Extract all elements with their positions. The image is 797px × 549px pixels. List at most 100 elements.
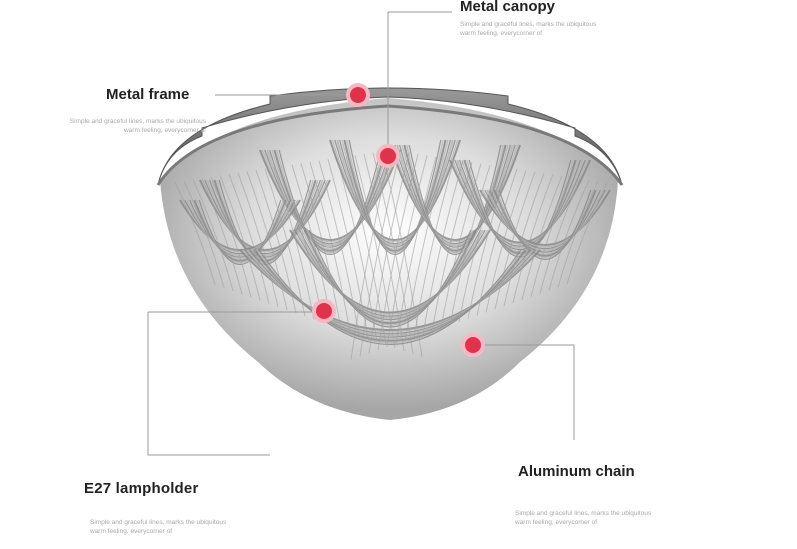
chain-strand: [530, 176, 572, 297]
callout-desc-aluminum-chain: Simple and graceful lines, marks the ubi…: [515, 509, 685, 527]
chain-strand: [201, 178, 243, 295]
chain-strand: [413, 159, 455, 338]
chain-strand: [186, 199, 294, 257]
chain-strand: [476, 168, 518, 316]
chain-strand: [494, 171, 536, 310]
chain-strand: [386, 155, 428, 348]
chain-strand: [422, 160, 464, 335]
chain-strand: [210, 176, 252, 298]
callout-desc-line: warm feeling, everycorner of: [460, 30, 543, 37]
chain-strand: [359, 151, 401, 357]
chain-strand: [318, 160, 360, 336]
chain-strand: [303, 229, 477, 325]
chain-strand: [269, 149, 391, 248]
chain-strand: [395, 156, 437, 344]
chain-strand: [255, 169, 297, 314]
chain-strand: [493, 189, 597, 257]
chain-strand: [399, 144, 511, 248]
chain-strand: [440, 163, 482, 329]
chain-strand: [467, 167, 509, 319]
marker-lampholder[interactable]: [312, 299, 336, 323]
chain-strand: [350, 150, 392, 360]
marker-canopy[interactable]: [376, 144, 400, 168]
chain-strand: [404, 158, 446, 341]
marker-chain[interactable]: [461, 333, 485, 357]
chain-strand: [377, 154, 419, 351]
callout-desc-line: Simple and graceful lines, marks the ubi…: [460, 21, 597, 28]
chain-strand: [331, 139, 459, 243]
leader-line-chain: [473, 344, 575, 440]
chain-strand: [368, 152, 410, 354]
callout-desc-e27-lampholder: Simple and graceful lines, marks the ubi…: [90, 518, 260, 536]
callout-desc-line: warm feeling, everycorner of: [90, 528, 173, 535]
chain-strand: [521, 175, 563, 300]
marker-frame[interactable]: [346, 83, 370, 107]
chain-strand: [273, 149, 387, 252]
chain-strand: [485, 170, 527, 313]
chain-strand: [273, 167, 315, 320]
leader-lines: [147, 11, 575, 456]
callout-desc-line: warm feeling, everycorner of: [515, 519, 598, 526]
chain-strand: [381, 151, 423, 358]
chain-strand: [539, 178, 581, 294]
callout-title-metal-canopy: Metal canopy: [460, 0, 556, 15]
chain-strand: [336, 157, 378, 342]
chain-strand: [491, 189, 599, 255]
chain-strand: [566, 182, 608, 285]
chain-strand: [201, 179, 329, 253]
chain-strand: [198, 199, 282, 265]
callout-desc-metal-frame: Simple and graceful lines, marks the ubi…: [36, 117, 206, 135]
chain-strand: [276, 149, 384, 254]
chain-strand: [181, 199, 299, 253]
chain-strand: [329, 139, 461, 241]
callout-title-metal-frame: Metal frame: [106, 86, 190, 103]
chain-strand: [237, 172, 279, 307]
chain-strand: [431, 162, 473, 332]
chain-strand: [548, 179, 590, 291]
callout-title-e27-lampholder: E27 lampholder: [84, 480, 199, 497]
chain-strand: [394, 144, 516, 245]
chain-strand: [199, 179, 331, 251]
chain-strand: [459, 159, 581, 251]
chain-strand: [289, 229, 491, 314]
chain-strand: [327, 159, 369, 339]
chain-strand: [456, 159, 584, 249]
chain-strand: [512, 174, 554, 304]
aluminum-chain-drapes: [174, 139, 611, 360]
chain-strand: [396, 144, 514, 247]
chain-strand: [498, 189, 592, 260]
chain-strand: [389, 144, 521, 241]
callout-desc-line: Simple and graceful lines, marks the ubi…: [69, 118, 206, 125]
chain-strand: [486, 189, 604, 252]
chain-strand: [192, 179, 234, 292]
chain-strand: [196, 199, 284, 263]
chain-strand: [449, 164, 491, 326]
chain-strand: [309, 161, 351, 333]
callout-title-aluminum-chain: Aluminum chain: [518, 463, 635, 480]
chain-strand: [264, 168, 306, 317]
chain-strand: [258, 249, 522, 345]
callout-desc-line: Simple and graceful lines, marks the ubi…: [90, 519, 227, 526]
chain-strand: [261, 149, 399, 243]
chain-strand: [246, 171, 288, 311]
leader-line-lampholder: [147, 312, 270, 456]
chain-strand: [306, 229, 474, 326]
chain-strand: [219, 175, 261, 301]
chain-strand: [503, 172, 545, 307]
chain-strand: [300, 163, 342, 329]
chain-strand: [174, 182, 216, 285]
chain-strand: [458, 166, 500, 322]
chain-strand: [479, 189, 611, 246]
chain-strand: [334, 139, 456, 244]
chain-strand: [266, 149, 394, 247]
callout-desc-line: warm feeling, everycorner of: [123, 127, 206, 134]
chain-strand: [271, 149, 389, 250]
callout-desc-metal-canopy: Simple and graceful lines, marks the ubi…: [460, 20, 630, 38]
callout-desc-line: Simple and graceful lines, marks the ubi…: [515, 510, 652, 517]
chain-strand: [183, 180, 225, 289]
chain-strand: [489, 189, 601, 253]
chain-strand: [557, 180, 599, 288]
chain-strand: [228, 173, 270, 304]
